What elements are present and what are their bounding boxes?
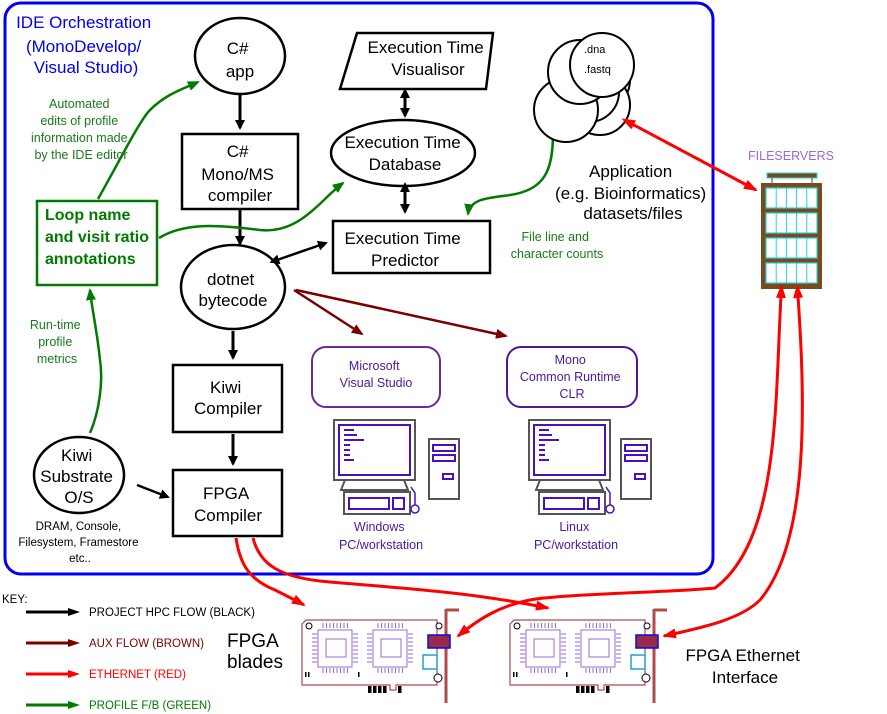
key-item: ETHERNET (RED) <box>26 669 186 681</box>
exec-time-predictor-node[interactable]: Execution Time Predictor <box>331 219 492 275</box>
flow-datasets-fileserver <box>621 118 758 192</box>
flow-substrate-to-fpga <box>136 483 170 499</box>
exec-time-visualisor-node[interactable]: Execution Time Visualisor <box>338 31 495 91</box>
svg-text:Execution Time Predictor: Execution Time Predictor <box>345 229 466 270</box>
key-item: AUX FLOW (BROWN) <box>26 638 204 650</box>
runtime-metrics-note: Run-time profile metrics <box>30 318 84 366</box>
fpga-blade-card-1[interactable] <box>301 608 459 703</box>
ms-visual-studio-runtime[interactable]: Microsoft Visual Studio <box>311 346 441 408</box>
dotnet-bytecode-node[interactable]: dotnet bytecode <box>179 243 287 331</box>
key-item: PROJECT HPC FLOW (BLACK) <box>26 607 255 619</box>
flow-bytecode-to-vs <box>293 288 364 336</box>
svg-text:FPGA Compiler: FPGA Compiler <box>194 484 262 525</box>
kiwi-substrate-node[interactable]: Kiwi Substrate O/S <box>32 435 126 515</box>
svg-text:Execution Time Visualiso: Execution Time Visualisor <box>368 38 489 79</box>
ethernet-port-icon <box>635 634 659 649</box>
svg-text:Execution Time Database: Execution Time Database <box>345 133 466 174</box>
fpga-compiler-node[interactable]: FPGA Compiler <box>171 468 284 538</box>
fpga-blade-card-2[interactable] <box>509 608 667 703</box>
windows-pc-icon <box>333 419 460 515</box>
exec-time-database-node[interactable]: Execution Time Database <box>329 118 477 188</box>
linux-pc-icon <box>528 419 652 515</box>
ide-title: IDE Orchestration (MonoDevelop/ Visual S… <box>16 13 156 77</box>
svg-text:C# app: C# app <box>226 39 254 81</box>
key-item: PROFILE F/B (GREEN) <box>26 700 211 712</box>
svg-text:Loop name and visit rati: Loop name and visit ratio annotations <box>45 207 153 268</box>
fileserver-shelf <box>765 212 818 234</box>
flow-annotations-to-app <box>96 80 200 200</box>
fileserver-shelf <box>765 262 818 284</box>
svg-text:Kiwi Substrate O/S: Kiwi Substrate O/S <box>40 446 118 507</box>
application-label: Application (e.g. Bioinformatics) datase… <box>555 162 711 223</box>
svg-text:Kiwi Compiler: Kiwi Compiler <box>194 378 262 418</box>
fileserver-shelf <box>765 187 818 209</box>
loop-annotations-node[interactable]: Loop name and visit ratio annotations <box>35 199 159 287</box>
fpga-ethernet-label: FPGA Ethernet Interface <box>685 646 804 687</box>
flow-fpga-to-blade1 <box>234 537 306 607</box>
windows-pc-label: Windows PC/workstation <box>339 520 423 552</box>
flow-substrate-to-annotations <box>86 288 103 434</box>
key-label: AUX FLOW (BROWN) <box>89 638 204 650</box>
flow-annotations-to-database <box>158 181 345 240</box>
fpga-chip-icon <box>520 623 566 673</box>
automated-edits-note: Automated edits of profile information m… <box>31 97 131 162</box>
csharp-app-node[interactable]: C# app <box>193 16 287 96</box>
fileserver-rack-icon[interactable] <box>761 172 822 289</box>
fpga-chip-icon <box>312 623 358 673</box>
csharp-compiler-node[interactable]: C# Mono/MS compiler <box>180 132 300 211</box>
fileserver-shelf <box>765 237 818 259</box>
datasets-files-icon[interactable] <box>533 32 635 143</box>
led-indicator-icon <box>422 654 438 670</box>
key-label: PROJECT HPC FLOW (BLACK) <box>89 607 255 619</box>
key-title: KEY: <box>2 594 28 606</box>
svg-text:C# Mono/MS compile: C# Mono/MS compiler <box>201 142 278 205</box>
mono-clr-runtime[interactable]: Mono Common Runtime CLR <box>506 346 638 408</box>
fpga-chip-icon <box>367 623 413 673</box>
linux-pc-label: Linux PC/workstation <box>534 520 618 552</box>
datasets-extensions: .dna .fastq <box>584 44 611 76</box>
file-counts-note: File line and character counts <box>511 230 603 261</box>
ethernet-port-icon <box>427 634 451 649</box>
kiwi-substrate-note: DRAM, Console, Filesystem, Framestore et… <box>18 521 141 565</box>
key-label: ETHERNET (RED) <box>89 669 186 681</box>
fpga-blades-label: FPGA blades <box>227 631 283 673</box>
key-legend: PROJECT HPC FLOW (BLACK) AUX FLOW (BROWN)… <box>26 607 255 712</box>
led-indicator-icon <box>630 654 646 670</box>
svg-text:dotnet bytecode: dotnet bytecode <box>199 270 268 310</box>
flow-fileserver-to-blade2 <box>662 284 804 639</box>
fpga-chip-icon <box>575 623 621 673</box>
kiwi-compiler-node[interactable]: Kiwi Compiler <box>171 363 284 434</box>
flow-predictor-bytecode <box>269 240 328 265</box>
svg-text:Microsoft Visual Studio: Microsoft Visual Studio <box>340 359 413 390</box>
flow-datasets-to-predictor <box>464 132 555 216</box>
key-label: PROFILE F/B (GREEN) <box>89 700 211 712</box>
fileservers-label: FILESERVERS <box>748 149 834 163</box>
